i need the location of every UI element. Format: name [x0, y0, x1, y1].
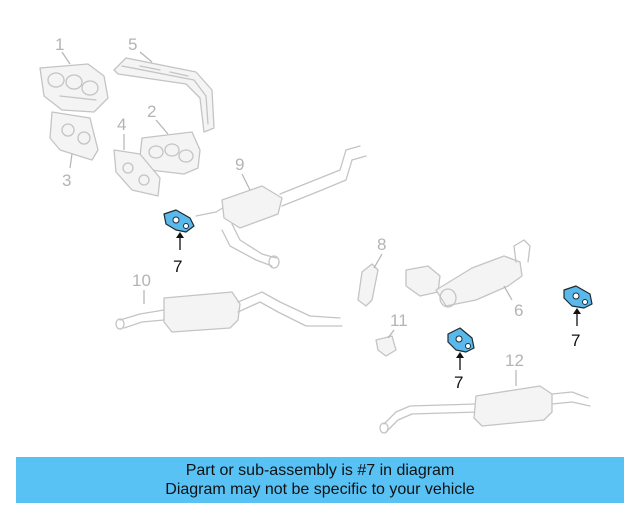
- callout-1: 1: [55, 35, 64, 54]
- callout-7c: 7: [571, 331, 580, 350]
- callout-4: 4: [117, 115, 126, 134]
- part-11-hanger: [375, 335, 397, 357]
- arrowhead-7b: [456, 352, 464, 358]
- part-3-manifold-gasket: [49, 111, 99, 161]
- leader-3: [69, 153, 73, 169]
- leader-1: [61, 51, 71, 65]
- exhaust-parts-diagram: 1 3 5 2 4 9: [39, 35, 593, 434]
- callout-3: 3: [62, 171, 71, 190]
- part-6-front-pipe: [405, 239, 531, 308]
- arrowhead-7a: [176, 232, 184, 238]
- part-10-muffler: [115, 291, 343, 333]
- callout-5: 5: [128, 35, 137, 54]
- info-banner: Part or sub-assembly is #7 in diagram Di…: [16, 457, 624, 503]
- part-4-manifold-gasket: [113, 149, 161, 197]
- callout-2: 2: [147, 102, 156, 121]
- callout-7a: 7: [173, 257, 182, 276]
- leader-5: [139, 51, 153, 63]
- callout-6: 6: [514, 301, 523, 320]
- part-1-exhaust-manifold: [39, 63, 109, 113]
- callout-9: 9: [235, 155, 244, 174]
- banner-line-disclaimer: Diagram may not be specific to your vehi…: [165, 481, 475, 498]
- part-9-front-pipe-converter: [195, 145, 367, 269]
- banner-line-part: Part or sub-assembly is #7 in diagram: [185, 462, 455, 479]
- callout-10: 10: [132, 271, 151, 290]
- leader-6: [503, 285, 513, 301]
- leader-11: [387, 329, 395, 339]
- callout-8: 8: [377, 235, 386, 254]
- callout-7b: 7: [454, 373, 463, 392]
- arrowhead-7c: [573, 308, 581, 314]
- callout-11: 11: [390, 311, 408, 330]
- part-7-gasket-b[interactable]: [447, 327, 475, 353]
- callout-12: 12: [505, 351, 524, 370]
- part-7-gasket-c[interactable]: [563, 285, 593, 309]
- leader-9: [241, 173, 251, 191]
- part-8-bracket: [357, 263, 379, 307]
- part-7-gasket-a[interactable]: [163, 209, 195, 233]
- leader-8: [373, 253, 383, 269]
- part-12-muffler: [379, 385, 591, 434]
- leader-2: [155, 119, 169, 135]
- part-5-heat-shield: [113, 57, 215, 133]
